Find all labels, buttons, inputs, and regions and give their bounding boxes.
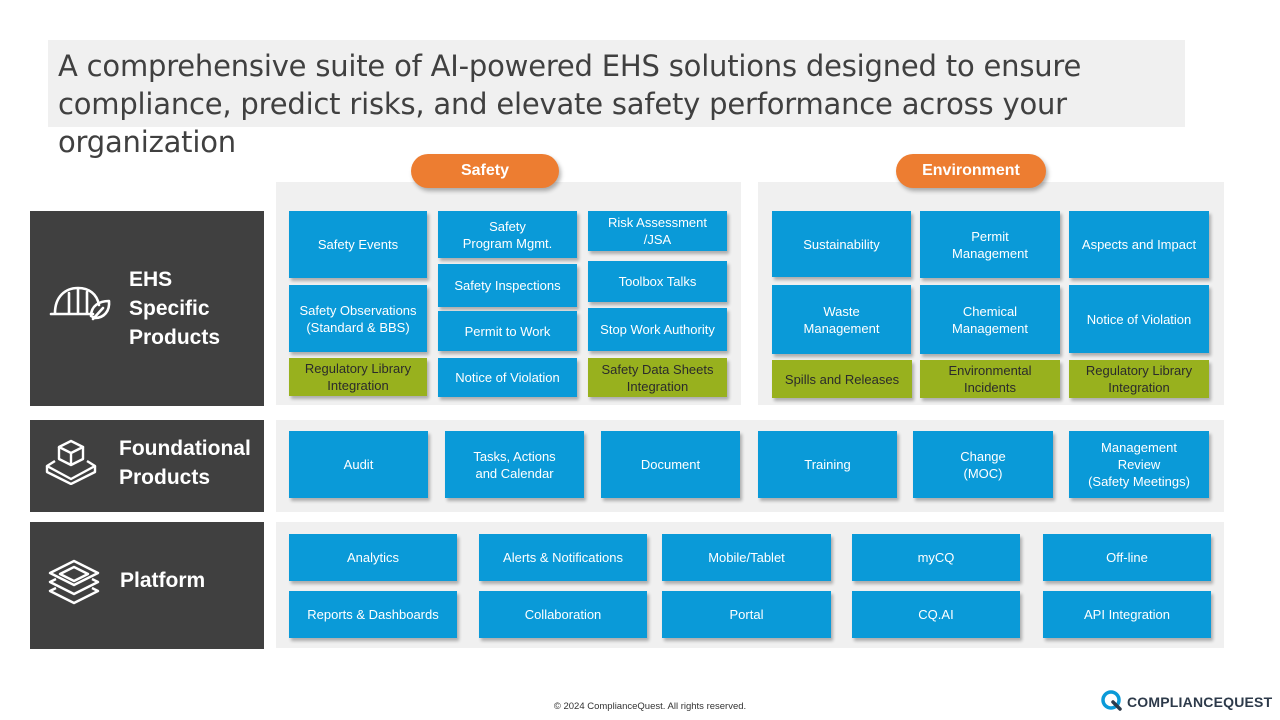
company-logo: COMPLIANCEQUEST <box>1100 689 1276 715</box>
tile-alerts-notifications[interactable]: Alerts & Notifications <box>479 534 647 581</box>
tile-chemical-management[interactable]: Chemical Management <box>920 285 1060 354</box>
foundational-row-title: Foundational Products <box>119 437 251 489</box>
foundational-row-label: Foundational Products <box>30 420 264 512</box>
tile-risk-assessment[interactable]: Risk Assessment /JSA <box>588 211 727 251</box>
safety-heading: Safety <box>411 154 559 188</box>
hard-hat-leaf-icon <box>49 281 113 325</box>
tile-safety-data-sheets[interactable]: Safety Data Sheets Integration <box>588 358 727 397</box>
tile-toolbox-talks[interactable]: Toolbox Talks <box>588 261 727 302</box>
page-title: A comprehensive suite of AI-powered EHS … <box>48 40 1185 159</box>
tile-document[interactable]: Document <box>601 431 740 498</box>
platform-row-label: Platform <box>30 522 264 649</box>
tile-aspects-and-impact[interactable]: Aspects and Impact <box>1069 211 1209 278</box>
tile-portal[interactable]: Portal <box>662 591 831 638</box>
tile-env-notice-of-violation[interactable]: Notice of Violation <box>1069 285 1209 353</box>
tile-mobile-tablet[interactable]: Mobile/Tablet <box>662 534 831 581</box>
tile-permit-to-work[interactable]: Permit to Work <box>438 311 577 351</box>
tile-safety-inspections[interactable]: Safety Inspections <box>438 264 577 307</box>
tile-stop-work-authority[interactable]: Stop Work Authority <box>588 308 727 351</box>
tile-env-regulatory-library[interactable]: Regulatory Library Integration <box>1069 360 1209 398</box>
tile-safety-regulatory-library[interactable]: Regulatory Library Integration <box>289 358 427 396</box>
tile-analytics[interactable]: Analytics <box>289 534 457 581</box>
tile-safety-observations[interactable]: Safety Observations (Standard & BBS) <box>289 285 427 352</box>
tile-audit[interactable]: Audit <box>289 431 428 498</box>
logo-q-icon <box>1100 689 1122 716</box>
tile-permit-management[interactable]: Permit Management <box>920 211 1060 278</box>
tile-off-line[interactable]: Off-line <box>1043 534 1211 581</box>
ehs-row-label: EHS Specific Products <box>30 211 264 406</box>
tile-reports-dashboards[interactable]: Reports & Dashboards <box>289 591 457 638</box>
tile-spills-and-releases[interactable]: Spills and Releases <box>772 360 912 398</box>
tile-sustainability[interactable]: Sustainability <box>772 211 911 277</box>
tile-safety-notice-of-violation[interactable]: Notice of Violation <box>438 358 577 397</box>
tile-management-review[interactable]: Management Review (Safety Meetings) <box>1069 431 1209 498</box>
tile-cq-ai[interactable]: CQ.AI <box>852 591 1020 638</box>
tile-api-integration[interactable]: API Integration <box>1043 591 1211 638</box>
tile-waste-management[interactable]: Waste Management <box>772 285 911 354</box>
ehs-row-title: EHS Specific Products <box>129 268 221 349</box>
platform-row-title: Platform <box>120 569 206 592</box>
tile-collaboration[interactable]: Collaboration <box>479 591 647 638</box>
box-icon <box>45 439 97 485</box>
layers-icon <box>47 558 101 606</box>
tile-mycq[interactable]: myCQ <box>852 534 1020 581</box>
tile-tasks-actions-calendar[interactable]: Tasks, Actions and Calendar <box>445 431 584 498</box>
tile-safety-events[interactable]: Safety Events <box>289 211 427 278</box>
logo-text: COMPLIANCEQUEST <box>1127 694 1273 710</box>
environment-heading: Environment <box>896 154 1046 188</box>
foundational-panel <box>276 420 1224 512</box>
tile-environmental-incidents[interactable]: Environmental Incidents <box>920 360 1060 398</box>
tile-safety-program-mgmt[interactable]: Safety Program Mgmt. <box>438 211 577 258</box>
tile-change-moc[interactable]: Change (MOC) <box>913 431 1053 498</box>
copyright-footer: © 2024 ComplianceQuest. All rights reser… <box>553 701 747 712</box>
tile-training[interactable]: Training <box>758 431 897 498</box>
